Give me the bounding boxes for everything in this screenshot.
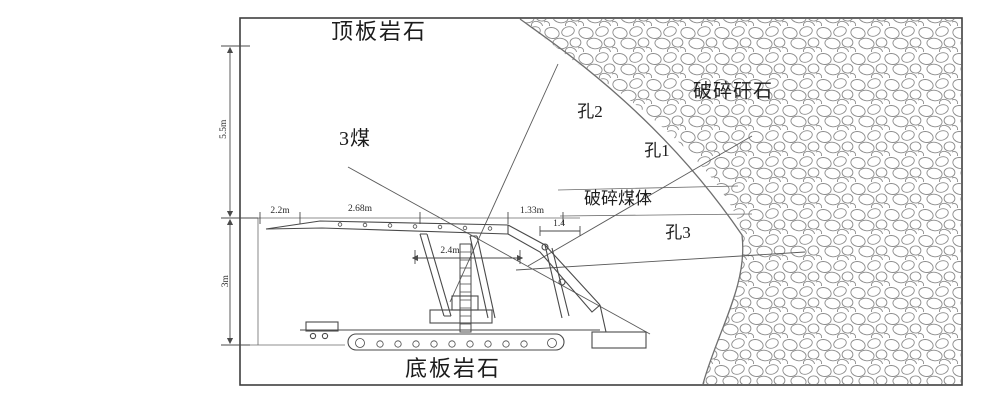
label-hole-1: 孔1 — [644, 141, 670, 160]
drill-lines — [347, 63, 806, 335]
datum-lines — [240, 185, 753, 346]
dimension-lines — [221, 45, 581, 346]
label-hole-3: 孔3 — [665, 223, 691, 242]
label-hole-2: 孔2 — [577, 102, 603, 121]
label-floor-rock: 底板岩石 — [404, 356, 501, 381]
label-broken-coal: 破碎煤体 — [584, 189, 652, 208]
label-roof-rock: 顶板岩石 — [330, 19, 427, 44]
dim-2-68m: 2.68m — [347, 204, 372, 214]
dim-5-5m: 5.5m — [218, 119, 229, 139]
canopy-rivets — [337, 222, 493, 231]
track-rollers — [355, 338, 557, 348]
dim-1-33m: 1.33m — [519, 206, 544, 216]
dim-1-4: 1.4 — [553, 219, 565, 229]
label-broken-gangue: 破碎矸石 — [692, 81, 773, 102]
dim-2-4m: 2.4m — [440, 246, 460, 256]
label-coal-seam: 3煤 — [339, 128, 371, 150]
gangue-boundary-line — [519, 18, 744, 385]
machine-group — [265, 220, 647, 351]
dim-2-2m: 2.2m — [270, 206, 290, 216]
frame-rect — [239, 17, 963, 386]
broken-gangue-region — [519, 18, 961, 385]
dim-3m: 3m — [220, 275, 231, 288]
